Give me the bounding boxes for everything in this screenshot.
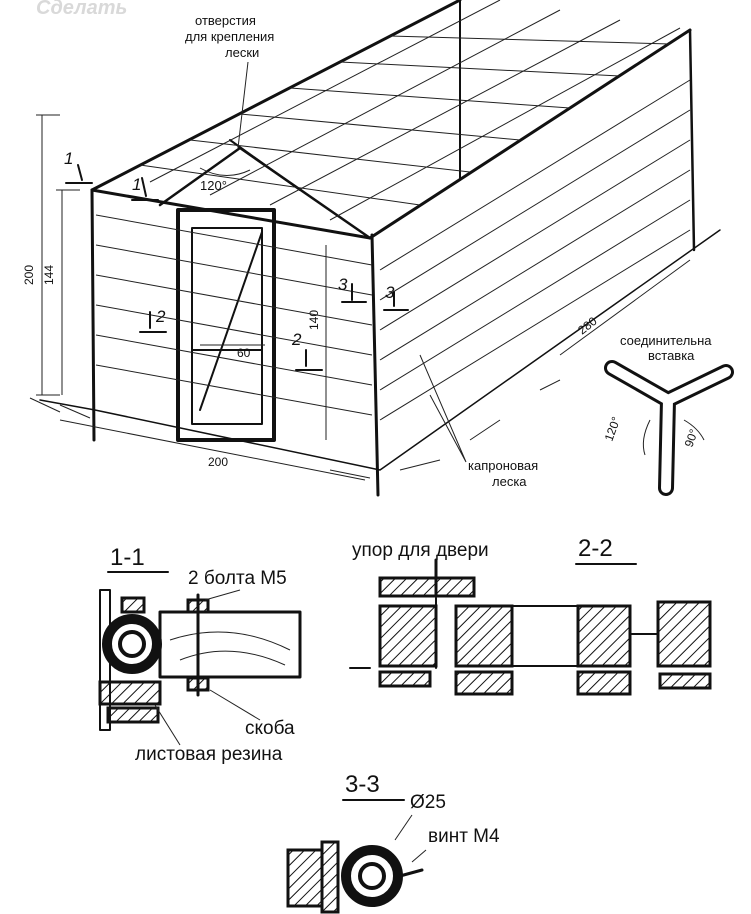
label-bolts: 2 болта М5 [188,568,287,589]
section-mark-3b: 3 [385,283,395,302]
dim-door-width: 60 [237,346,251,360]
label-connector-1: соединительна [620,333,712,348]
section-mark-2b: 2 [291,330,302,349]
leader-holes [237,61,249,149]
label-connector-2: вставка [648,348,695,363]
roof-angle-arc [199,167,251,176]
section-mark-2a: 2 [155,307,166,326]
section-title-3-3: 3-3 [345,771,380,798]
leader-bolts [204,589,241,601]
leader-bracket [209,689,261,721]
connector-insert [604,360,734,496]
dim-width: 200 [208,455,228,469]
label-holes-line2: для крепления [185,29,274,44]
dim-height-wall: 144 [42,265,56,285]
label-diameter: Ø25 [410,792,446,813]
leader-rubber [154,704,181,746]
section-3-3-drawing [286,840,424,914]
section-2-2-drawing [349,558,712,696]
connector-angle-120: 120° [602,415,624,443]
leader-screw [411,849,427,863]
label-bracket: скоба [245,718,295,739]
section-title-1-1: 1-1 [110,544,145,571]
connector-angle-90: 90° [682,427,701,449]
label-screw: винт М4 [428,826,500,847]
label-holes-line1: отверстия [195,13,256,28]
label-holes-line3: лески [225,45,259,60]
roof-angle-label: 120° [200,178,227,193]
dim-height-total: 200 [22,265,36,285]
label-line-2: леска [492,474,527,489]
section-markers [65,164,409,371]
section-1-1-drawing [98,589,302,731]
dimension-lines [36,114,691,481]
label-door-stop: упор для двери [352,540,489,561]
leader-line [419,354,467,463]
watermark-text: Сделать [36,0,127,19]
greenhouse-frame [29,0,721,497]
label-line-1: капроновая [468,458,538,473]
dim-door-height: 140 [307,310,321,330]
section-mark-1b: 1 [132,175,141,194]
section-mark-1a: 1 [64,149,73,168]
label-rubber: листовая резина [135,744,283,765]
section-mark-3a: 3 [338,275,348,294]
section-title-2-2: 2-2 [578,535,613,562]
leader-diameter [394,814,413,841]
